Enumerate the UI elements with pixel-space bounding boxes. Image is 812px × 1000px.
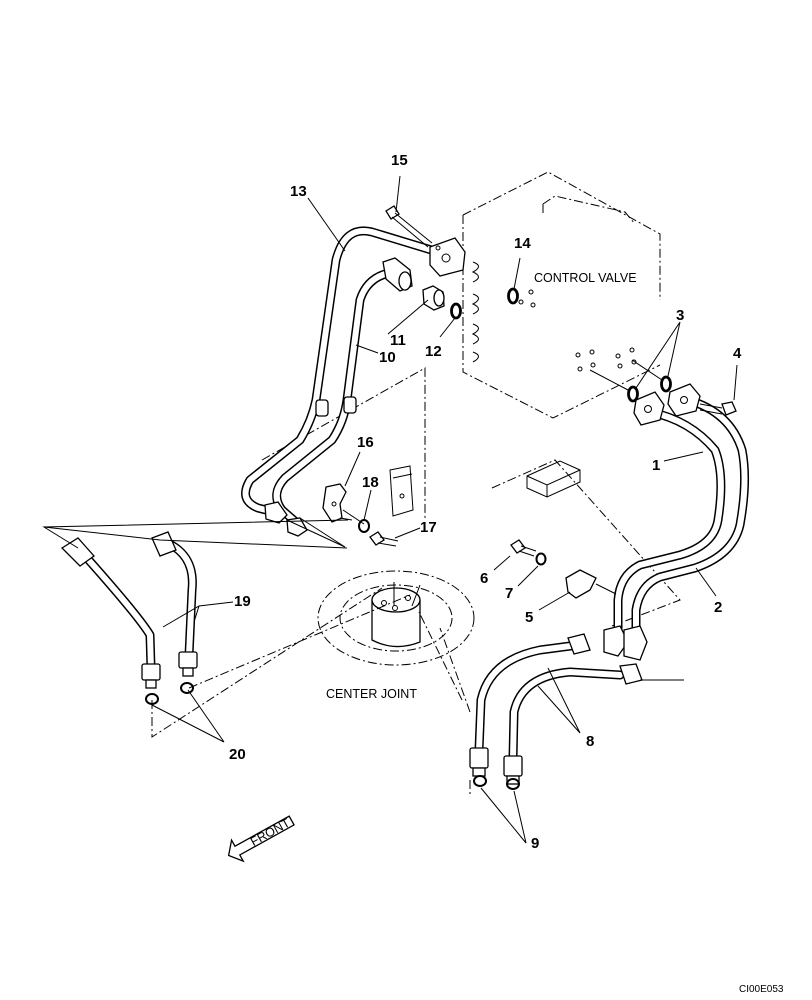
callout-11: 11 bbox=[390, 332, 406, 349]
callout-7: 7 bbox=[505, 585, 513, 602]
o-ring-3b bbox=[660, 375, 672, 393]
callout-15: 15 bbox=[391, 152, 408, 169]
pipe-13 bbox=[241, 226, 443, 518]
callout-12: 12 bbox=[425, 343, 442, 360]
front-label: FRONT bbox=[248, 816, 293, 849]
leader-line-5 bbox=[595, 583, 617, 595]
leader-lines bbox=[42, 175, 738, 844]
leader-lines-left bbox=[286, 509, 365, 548]
mounting-plate bbox=[491, 459, 681, 627]
hose-19a bbox=[73, 543, 156, 673]
bolt-15 bbox=[385, 205, 433, 248]
pipe-support-bracket bbox=[261, 367, 426, 520]
callout-13: 13 bbox=[290, 183, 307, 200]
callout-4: 4 bbox=[733, 345, 742, 362]
washer-7 bbox=[535, 552, 547, 566]
callout-19: 19 bbox=[234, 593, 251, 610]
control-valve-outline bbox=[462, 171, 661, 419]
flange-2 bbox=[667, 383, 701, 417]
o-ring-20b bbox=[180, 682, 194, 694]
callout-3: 3 bbox=[676, 307, 684, 324]
clamp-16 bbox=[322, 483, 347, 523]
o-ring-guide-lines bbox=[589, 359, 663, 391]
o-ring-9b bbox=[506, 778, 520, 790]
o-ring-3a bbox=[627, 385, 639, 403]
drawing-code: CI00E053 bbox=[739, 984, 784, 995]
center-joint-label: CENTER JOINT bbox=[326, 687, 417, 701]
o-ring-14 bbox=[507, 287, 519, 305]
control-valve-label: CONTROL VALVE bbox=[534, 271, 637, 285]
callout-16: 16 bbox=[357, 434, 374, 451]
pipe-clamp-upper bbox=[315, 396, 357, 417]
adapter-11 bbox=[422, 285, 445, 311]
clamp-5 bbox=[565, 569, 597, 599]
front-arrow-icon: FRONT bbox=[227, 815, 295, 863]
hose-8-end-fittings bbox=[469, 633, 643, 785]
callout-14: 14 bbox=[514, 235, 531, 252]
flange-1 bbox=[633, 391, 665, 426]
flange-13 bbox=[429, 237, 466, 277]
pipe-elbow-fittings bbox=[603, 625, 648, 661]
pipe-10 bbox=[272, 267, 400, 528]
hose-19-end-fittings bbox=[60, 531, 198, 689]
callout-8: 8 bbox=[586, 733, 594, 750]
bolt-17 bbox=[369, 531, 399, 547]
bolt-4 bbox=[699, 401, 737, 416]
hose-8b bbox=[508, 667, 625, 763]
callout-5: 5 bbox=[525, 609, 533, 626]
pipe-2 bbox=[631, 395, 750, 653]
pipe-1 bbox=[613, 407, 726, 645]
callout-6: 6 bbox=[480, 570, 488, 587]
callout-18: 18 bbox=[362, 474, 379, 491]
callout-17: 17 bbox=[420, 519, 437, 536]
bolt-6 bbox=[510, 539, 537, 557]
hose-19b bbox=[155, 535, 197, 660]
callout-9: 9 bbox=[531, 835, 539, 852]
center-joint bbox=[317, 570, 475, 666]
callout-20: 20 bbox=[229, 746, 246, 763]
callout-2: 2 bbox=[714, 599, 722, 616]
callout-10: 10 bbox=[379, 349, 396, 366]
connection-lines bbox=[151, 587, 471, 796]
o-ring-12 bbox=[450, 302, 462, 320]
elbow-fitting-10 bbox=[382, 257, 413, 292]
o-ring-9a bbox=[473, 775, 487, 787]
hose-8a bbox=[474, 640, 583, 755]
callout-1: 1 bbox=[652, 457, 660, 474]
